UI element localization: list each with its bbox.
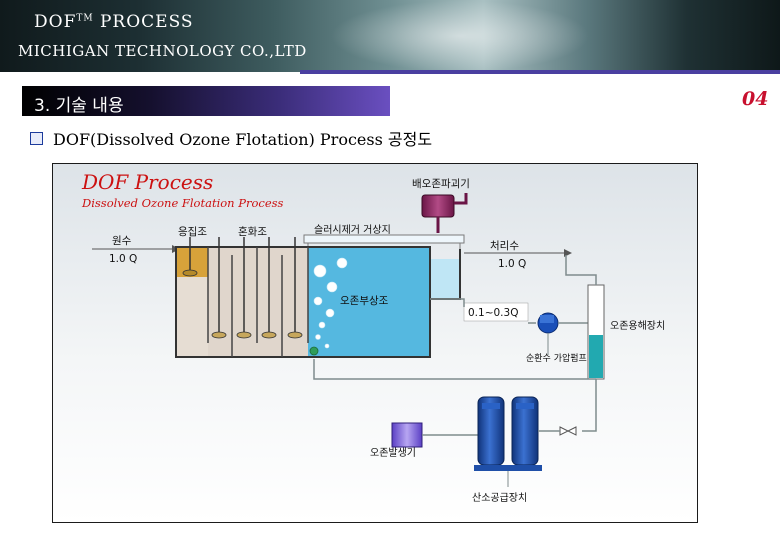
header-banner: DOFTM PROCESS MICHIGAN TECHNOLOGY CO.,LT… [0,0,780,72]
mixer-impeller-4 [261,331,277,339]
diagram-subtitle: Dissolved Ozone Flotation Process [81,196,284,210]
bubble [313,296,323,306]
trademark-mark: TM [76,13,94,24]
ozone-destructor-vent [454,193,468,205]
section-heading-bar: 3. 기술 내용 [22,86,390,116]
bubble [336,257,348,269]
mixer-impeller-5 [287,331,303,339]
ozone-feed-pipe [582,379,597,432]
bubble [324,343,330,349]
checkbox-bullet-icon [30,132,43,145]
diagram-title: DOF Process [81,170,213,194]
recycle-withdraw-pipe [430,298,465,307]
bullet-text: DOF(Dissolved Ozone Flotation) Process 공… [53,130,433,149]
banner-waterfall-image [330,0,590,72]
cylinder-cap-right [516,403,534,409]
bubble [326,281,338,293]
recycle-ratio-label: 0.1~0.3Q [468,307,518,319]
cylinder-cap-left [482,403,500,409]
process-diagram: DOF Process Dissolved Ozone Flotation Pr… [51,162,699,524]
mixer-impeller-3 [236,331,252,339]
dissolution-device-label: 오존용해장치 [610,319,665,332]
dissolved-water-return-pipe [313,359,596,380]
pump-motor [540,315,554,323]
influent-label: 원수 [112,235,132,247]
diffuser-nozzle-icon [309,346,319,356]
section-heading: 3. 기술 내용 [34,96,124,116]
ozone-destructor-label: 배오존파괴기 [412,178,470,190]
header-title-rest: PROCESS [93,12,194,32]
influent-flow-label: 1.0 Q [109,253,137,265]
mixer-impeller-2 [211,331,227,339]
check-valve-right-icon [566,426,577,436]
header-divider [300,70,780,74]
flotation-tank-water [308,247,430,357]
treated-water-chamber [430,259,460,299]
flocculation-tank-water [208,247,308,357]
process-diagram-svg: DOF Process Dissolved Ozone Flotation Pr… [51,162,699,524]
ozone-destructor-unit [421,194,455,218]
dissolution-device-water [589,335,603,378]
mixer-impeller-1 [182,269,198,277]
oxygen-supply-label: 산소공급장치 [472,492,527,504]
recycle-pump-label: 순환수 가압펌프 [526,352,587,364]
ozone-generator-unit [391,422,423,448]
cylinder-base [474,465,542,471]
header-title-main: DOF [34,12,77,32]
bubble [315,334,321,340]
ozone-generator-label: 오존발생기 [370,447,416,459]
coagulation-tank-lower [176,277,208,357]
sludge-scraper-bar [303,234,465,244]
coagulation-tank-label: 응집조 [178,226,207,238]
ozone-bubbles [313,257,348,349]
bubble [318,321,326,329]
flocculation-tank-label: 혼화조 [238,225,267,238]
company-name: MICHIGAN TECHNOLOGY CO.,LTD [18,42,307,60]
sludge-collector-label: 슬러시제거 거상지 [314,224,391,236]
treated-flow-label: 1.0 Q [498,258,526,270]
page-number: 04 [742,88,769,110]
dissolver-top-pipe [565,255,597,285]
treated-water-label: 처리수 [490,240,519,252]
bubble [325,308,335,318]
flotation-tank-label: 오존부상조 [340,295,389,307]
header-title: DOFTM PROCESS [34,12,194,32]
recycle-ratio-box [463,302,529,322]
bubble [313,264,327,278]
bullet-item: DOF(Dissolved Ozone Flotation) Process 공… [30,126,432,150]
